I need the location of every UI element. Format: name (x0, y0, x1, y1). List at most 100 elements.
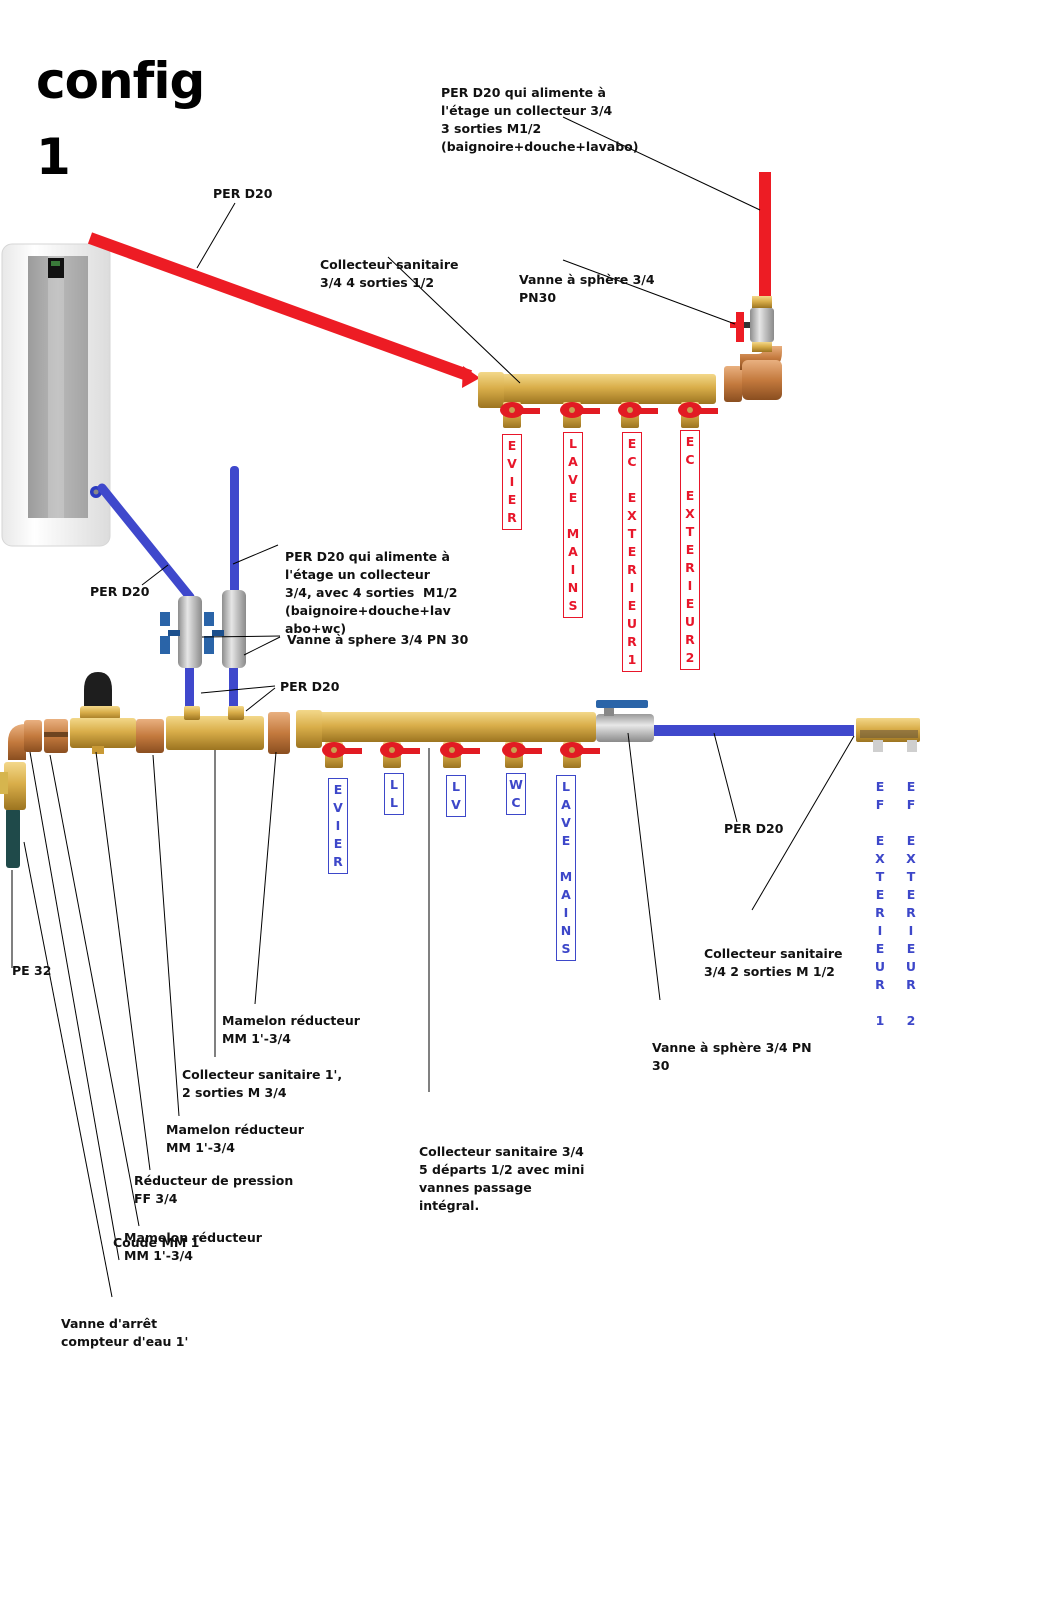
outlet-label-letter: I (687, 578, 693, 593)
outlet-label-letter: M (559, 869, 573, 884)
outlet-label-letter: S (561, 941, 571, 956)
outlet-label-letter: X (875, 851, 885, 866)
outlet-label-letter: E (333, 836, 343, 851)
pressure-reducer (70, 672, 136, 754)
outlet-label-letter (878, 994, 882, 1012)
outlet-label-letter: E (685, 488, 695, 503)
outlet-label-letter: E (906, 779, 916, 794)
outlet-label-letter: I (570, 562, 576, 577)
outlet-label-letter: E (627, 544, 637, 559)
outlet-label-letter: 2 (685, 650, 695, 665)
diagram-title-line1: config (36, 52, 205, 110)
manifold-3-4-5-outlets (296, 710, 600, 768)
ball-valve-right (204, 590, 246, 668)
outlet-label-letter: 2 (906, 1013, 916, 1028)
outlet-label-letter: T (627, 526, 637, 541)
outlet-label-letter: V (333, 800, 343, 815)
outlet-label-letter: C (627, 454, 637, 469)
outlet-label-letter: E (875, 833, 885, 848)
outlet-label-letter: R (906, 905, 916, 920)
outlet-label-letter: N (567, 580, 579, 595)
outlet-label-letter: M (566, 526, 580, 541)
reducer-nipple-1 (268, 712, 290, 754)
outlet-label-letter: V (451, 797, 461, 812)
flow-arrow-icon (462, 366, 480, 388)
outlet-label-letter: X (685, 506, 695, 521)
outlet-label-letter: L (452, 779, 460, 794)
outlet-label-letter: E (906, 941, 916, 956)
mini-valve (618, 402, 658, 428)
outlet-label-letter: T (875, 869, 885, 884)
outlet-label-letter: U (905, 959, 917, 974)
mini-valve (500, 402, 540, 428)
mini-valve (560, 742, 600, 768)
blue-valve-handle-icon (168, 630, 180, 636)
outlet-label-letter: E (333, 782, 343, 797)
outlet-label-letter: R (333, 854, 343, 869)
outlet-label-letter: R (627, 634, 637, 649)
blue-valve-handle-icon (596, 700, 648, 708)
outlet-label-letter: E (507, 492, 517, 507)
outlet-label-letter: E (685, 542, 695, 557)
outlet-label-letter: R (875, 977, 885, 992)
outlet-label-letter: I (629, 580, 635, 595)
outlet-label-letter: V (507, 456, 517, 471)
label-coude: Coude MM 1' (113, 1235, 204, 1250)
outlet-label-letter: R (627, 562, 637, 577)
outlet-label-letter: E (507, 438, 517, 453)
per-d20-upper-cold-feed (230, 466, 239, 596)
outlet-label-letter (571, 507, 575, 525)
outlet-label-letter: E (875, 941, 885, 956)
hot-water-pipes (87, 172, 771, 388)
ball-valve-left (160, 596, 202, 668)
label-per-d20-cold: PER D20 (90, 584, 150, 599)
outlet-label-letter: E (561, 833, 571, 848)
outlet-label-letter: I (908, 923, 914, 938)
outlet-label-letter: L (390, 777, 398, 792)
outlet-label-letter: A (561, 797, 571, 812)
outlet-label-letter: W (509, 777, 523, 792)
outlet-label-letter: S (568, 598, 578, 613)
outlet-label-letter: T (685, 524, 695, 539)
water-heater (1, 243, 111, 547)
outlet-label-letter: E (627, 490, 637, 505)
outlet-label-letter: F (875, 797, 885, 812)
outlet-label-letter: E (906, 833, 916, 848)
outlet-label-letter: R (685, 632, 695, 647)
label-vanne-pair: Vanne à sphere 3/4 PN 30 (287, 632, 469, 647)
per-d20-from-heater (97, 483, 195, 602)
outlet-label-letter: T (906, 869, 916, 884)
outlet-label-letter: E (685, 434, 695, 449)
outlet-label-letter: N (560, 923, 572, 938)
outlet-label-letter: L (562, 779, 570, 794)
mini-valve (380, 742, 420, 768)
outlet-label-letter: V (561, 815, 571, 830)
outlet-label-letter (909, 994, 913, 1012)
per-d20-upper-hot-pipe (759, 172, 771, 300)
ball-valve-hot (730, 296, 774, 352)
outlet-label-letter: I (563, 905, 569, 920)
outlet-label-letter (878, 814, 882, 832)
diagram-title-line2: 1 (36, 128, 71, 186)
blue-valve-handle-icon (212, 630, 224, 636)
per-d20-link-1 (185, 668, 194, 710)
main-cold-assembly (0, 672, 920, 868)
outlet-label-letter: E (685, 596, 695, 611)
outlet-label-letter (630, 471, 634, 489)
reducer-nipple-2 (136, 719, 164, 753)
outlet-label-letter: U (684, 614, 696, 629)
outlet-label-letter: R (875, 905, 885, 920)
outlet-label-letter: E (875, 779, 885, 794)
outlet-label-letter: V (568, 472, 578, 487)
outlet-label-letter: E (906, 887, 916, 902)
